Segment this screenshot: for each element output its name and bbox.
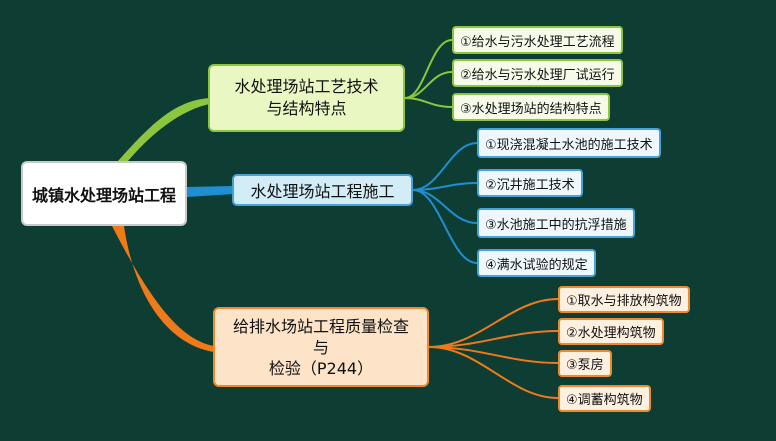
- leaf-label: ③泵房: [566, 358, 604, 373]
- leaf-label: ①取水与排放构筑物: [566, 294, 682, 309]
- branch-label-line: 水处理场站工艺技术: [234, 77, 379, 96]
- branch-2-leaf-3-connector: [412, 189, 478, 224]
- branch-3-leaf-3-connector: [428, 346, 559, 364]
- leaf-label: ①给水与污水处理工艺流程: [460, 34, 615, 50]
- branch-label-line: 与结构特点: [266, 99, 347, 118]
- leaf-node[interactable]: ③水处理场站的结构特点: [452, 93, 610, 121]
- branch-1-leaf-2-connector: [404, 71, 453, 99]
- leaf-node[interactable]: ②给水与污水处理厂试运行: [452, 59, 623, 87]
- leaf-node[interactable]: ④满水试验的规定: [477, 249, 596, 277]
- branch-label-line: 水处理场站工程施工: [250, 182, 395, 201]
- leaf-label: ④调蓄构筑物: [566, 393, 643, 408]
- branch-node-process-technology[interactable]: 水处理场站工艺技术 与结构特点: [208, 64, 405, 132]
- leaf-node[interactable]: ②水处理构筑物: [558, 318, 664, 345]
- leaf-node[interactable]: ①现浇混凝土水池的施工技术: [477, 128, 661, 158]
- branch-3-leaf-1-connector: [428, 298, 559, 348]
- leaf-label: ③水处理场站的结构特点: [460, 101, 602, 117]
- root-node[interactable]: 城镇水处理场站工程: [21, 161, 187, 226]
- leaf-label: ②给水与污水处理厂试运行: [460, 67, 615, 83]
- leaf-node[interactable]: ③水池施工中的抗浮措施: [477, 208, 635, 238]
- root-label: 城镇水处理场站工程: [31, 185, 176, 205]
- branch-3-leaf-4-connector: [428, 346, 559, 399]
- branch-node-quality-inspection[interactable]: 给排水场站工程质量检查 与 检验（P244）: [213, 307, 429, 387]
- leaf-node[interactable]: ①取水与排放构筑物: [558, 286, 690, 313]
- leaf-node[interactable]: ①给水与污水处理工艺流程: [452, 26, 623, 54]
- branch-3-leaf-2-connector: [428, 330, 559, 348]
- branch-label-line: 检验（P244）: [268, 358, 374, 378]
- root-to-branch-1-connector: [118, 98, 210, 161]
- root-to-branch-2-connector: [186, 186, 234, 197]
- branch-1-leaf-3-connector: [404, 97, 453, 108]
- branch-2-leaf-4-connector: [412, 189, 478, 264]
- leaf-label: ②沉井施工技术: [485, 177, 575, 193]
- leaf-label: ②水处理构筑物: [566, 326, 656, 341]
- leaf-label: ④满水试验的规定: [485, 257, 588, 273]
- branch-label-line: 给排水场站工程质量检查: [232, 316, 409, 336]
- branch-2-leaf-1-connector: [412, 142, 478, 191]
- leaf-node[interactable]: ③泵房: [558, 350, 612, 377]
- branch-2-leaf-2-connector: [412, 182, 478, 191]
- leaf-node[interactable]: ④调蓄构筑物: [558, 385, 651, 412]
- leaf-label: ③水池施工中的抗浮措施: [485, 217, 627, 233]
- root-to-branch-3-connector: [112, 226, 214, 352]
- branch-1-leaf-1-connector: [404, 39, 453, 99]
- branch-label-line: 与: [312, 337, 329, 357]
- leaf-node[interactable]: ②沉井施工技术: [477, 169, 583, 197]
- leaf-label: ①现浇混凝土水池的施工技术: [485, 137, 653, 153]
- branch-node-construction[interactable]: 水处理场站工程施工: [232, 174, 413, 206]
